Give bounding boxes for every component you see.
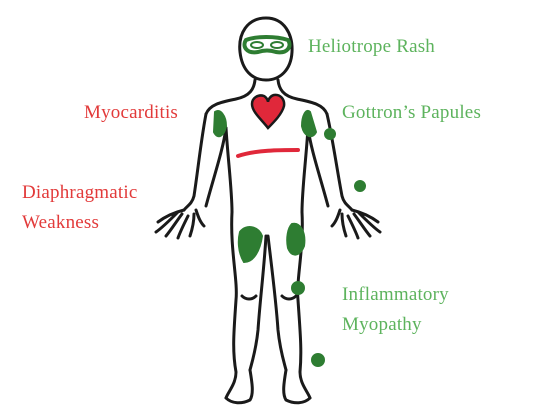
myopathy-label: Myopathy: [342, 314, 422, 335]
diaphragm-line: [236, 148, 300, 158]
heliotrope-rash-label: Heliotrope Rash: [308, 36, 436, 57]
diaphragmatic-label: Diaphragmatic: [22, 182, 138, 203]
gottrons-papules-label: Gottron’s Papules: [342, 102, 482, 123]
inflammatory-label: Inflammatory: [342, 284, 449, 305]
weakness-label: Weakness: [22, 212, 100, 233]
myocarditis-label: Myocarditis: [84, 102, 179, 123]
eye-mask-rash-icon: [242, 35, 292, 55]
heart-icon: [250, 93, 286, 130]
rash-marks: [212, 110, 366, 367]
